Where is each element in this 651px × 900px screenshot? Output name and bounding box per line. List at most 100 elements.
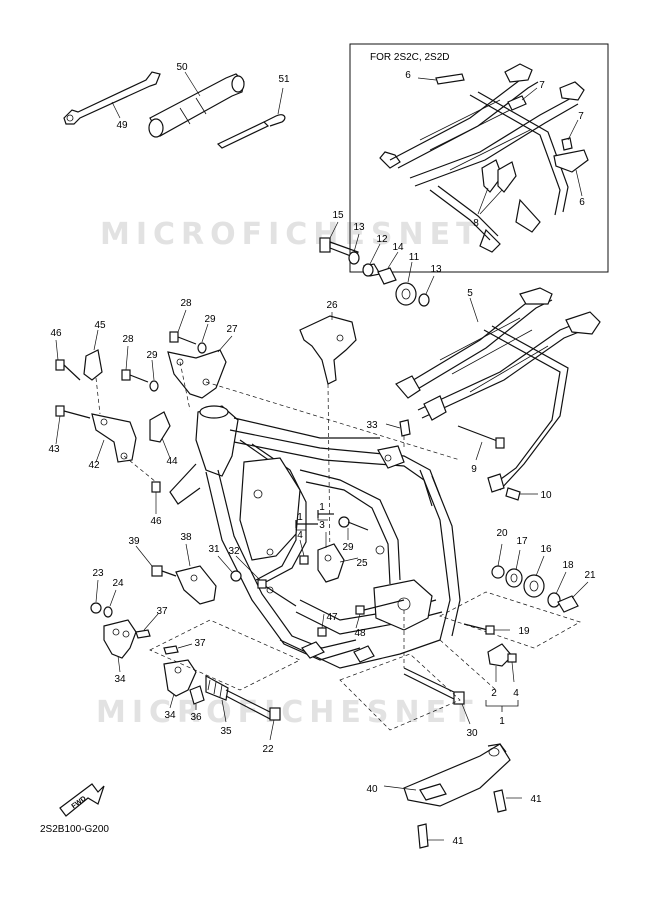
callout-15: 15: [332, 210, 344, 221]
callout-40: 40: [366, 784, 378, 795]
callout-17: 17: [516, 536, 528, 547]
bolt-28a: [169, 309, 197, 345]
callout-46a: 46: [50, 328, 62, 339]
nut-29c: [338, 516, 369, 540]
callout-18: 18: [562, 560, 574, 571]
callout-49: 49: [116, 120, 128, 131]
washer-13a: [348, 251, 360, 265]
inset-pad-8a: [481, 159, 503, 193]
bracket-38: [175, 543, 217, 605]
callout-8: 8: [473, 218, 479, 229]
watermark-top: MICROFICHESNET: [100, 217, 483, 252]
callout-12: 12: [376, 234, 388, 245]
bolt-35: [205, 674, 229, 723]
diagram-code: 2S2B100-G200: [40, 824, 109, 835]
bolt-39: [135, 545, 177, 577]
callout-38: 38: [180, 532, 192, 543]
callout-1b: 1: [319, 502, 325, 513]
callout-47: 47: [326, 612, 338, 623]
callout-50: 50: [176, 62, 188, 73]
callout-13a: 13: [353, 222, 365, 233]
inset-pad-7b: [561, 137, 573, 151]
callout-41b: 41: [452, 836, 464, 847]
bracket-34a: [103, 619, 137, 673]
callout-37b: 37: [194, 638, 206, 649]
callout-33: 33: [366, 420, 378, 431]
washer-29a: [197, 342, 207, 354]
bolt-4b: [507, 653, 517, 683]
callout-29a: 29: [204, 314, 216, 325]
bolt-46a: [55, 339, 81, 381]
bolt-10: [505, 487, 538, 501]
bolt-19: [463, 623, 510, 635]
bracket-1: [485, 700, 519, 707]
bolt-28b: [121, 345, 149, 383]
shaft-21: [557, 581, 589, 613]
bolt-33: [385, 419, 411, 437]
inset-pad-6b: [553, 149, 589, 173]
inset-pad-6: [435, 73, 465, 85]
callout-13b: 13: [430, 264, 442, 275]
callout-10: 10: [540, 490, 552, 501]
callout-19: 19: [518, 626, 530, 637]
dash-outline-40: [339, 653, 461, 731]
callout-1a: 1: [297, 512, 303, 523]
bolt-47: [317, 613, 327, 637]
callout-41a: 41: [530, 794, 542, 805]
callout-23: 23: [92, 568, 104, 579]
bracket-2: [487, 643, 513, 682]
bracket-25: [317, 543, 359, 583]
inset-box: FOR 2S2C, 2S2D: [349, 43, 609, 273]
callout-6b: 6: [579, 197, 585, 208]
collar-18: [547, 571, 567, 608]
bolt-32: [235, 555, 297, 607]
callout-28a: 28: [180, 298, 192, 309]
callout-22: 22: [262, 744, 274, 755]
callout-6: 6: [405, 70, 411, 81]
callout-7b: 7: [578, 111, 584, 122]
callout-26: 26: [326, 300, 338, 311]
callout-44: 44: [166, 456, 178, 467]
collar-36: [189, 685, 205, 710]
bearing-16: [523, 555, 545, 598]
callout-29b: 29: [146, 350, 158, 361]
inset-subframe: [379, 63, 585, 253]
washer-24: [103, 589, 117, 618]
callout-43: 43: [48, 444, 60, 455]
callout-51: 51: [278, 74, 290, 85]
callout-48: 48: [354, 628, 366, 639]
dash-26: [327, 383, 331, 561]
callout-37a: 37: [156, 606, 168, 617]
callout-35: 35: [220, 726, 232, 737]
rubber-44: [149, 411, 171, 459]
bolt-9: [457, 425, 505, 461]
callout-39: 39: [128, 536, 140, 547]
callout-34a: 34: [114, 674, 126, 685]
bolt-43: [55, 405, 91, 445]
callout-4b: 4: [513, 688, 519, 699]
callout-34b: 34: [164, 710, 176, 721]
callout-42: 42: [88, 460, 100, 471]
inset-title: FOR 2S2C, 2S2D: [370, 52, 449, 63]
callout-4a: 4: [297, 530, 303, 541]
callout-7: 7: [539, 80, 545, 91]
callout-1c: 1: [499, 716, 505, 727]
callout-14: 14: [392, 242, 404, 253]
nut-31: [217, 555, 242, 582]
callout-32: 32: [228, 546, 240, 557]
washer-13b: [418, 293, 430, 307]
bolt-48: [355, 599, 405, 629]
dash-outline-16: [439, 591, 581, 649]
rear-frame-5: [395, 287, 601, 493]
rubber-45: [83, 329, 103, 381]
callout-45: 45: [94, 320, 106, 331]
callout-24: 24: [112, 578, 124, 589]
bracket-42: [91, 413, 137, 463]
bolt-22: [225, 689, 281, 741]
callout-9: 9: [471, 464, 477, 475]
wrench-49: [63, 71, 161, 125]
dash-outline-34: [149, 619, 301, 691]
inset-pad-8b: [497, 161, 517, 193]
bolt-41a: [493, 789, 522, 813]
